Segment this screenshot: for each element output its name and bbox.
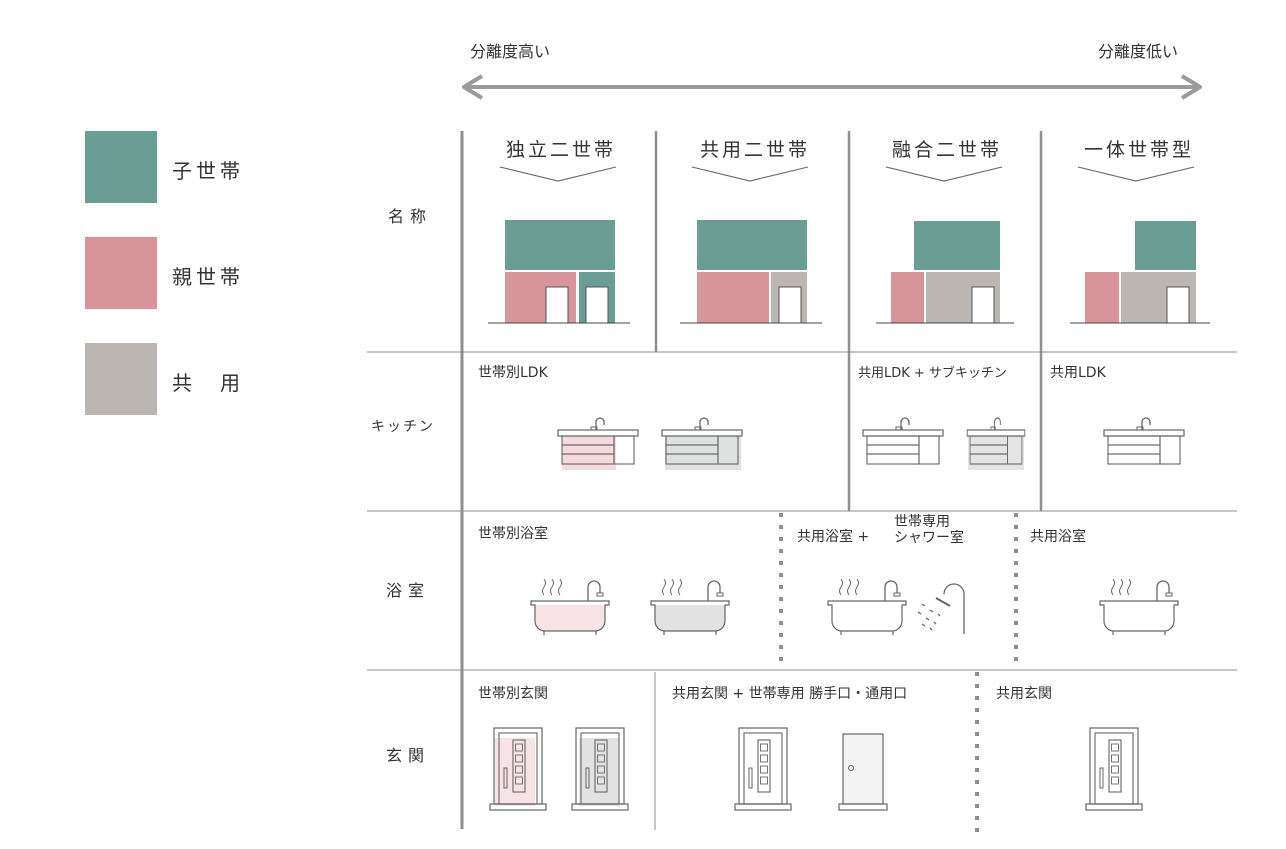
bath-separate-label: 世帯別浴室 — [478, 526, 548, 542]
house-fusion — [876, 221, 1014, 324]
bath-shared-label: 共用浴室 + — [797, 529, 870, 545]
bath-shared-only-label: 共用浴室 — [1030, 529, 1086, 545]
grid-lines — [367, 131, 1237, 832]
kitchen-icon-shared-main — [862, 417, 944, 465]
row-label-name: 名称 — [388, 207, 433, 226]
house-integrated — [1070, 221, 1210, 324]
entrance-shared-label: 共用玄関 — [996, 686, 1052, 702]
legend-swatch-child — [85, 131, 157, 203]
legend-label-parent: 親世帯 — [172, 265, 244, 289]
header-chevrons — [499, 166, 1195, 182]
kitchen-icon-sub — [966, 417, 1026, 470]
bath-exclusive-top: 世帯専用 — [894, 514, 950, 530]
bath-icon-parent — [530, 578, 610, 636]
type-header-fusion: 融合二世帯 — [892, 139, 1003, 161]
row-label-entrance: 玄関 — [386, 746, 431, 765]
separation-arrow — [462, 74, 1202, 100]
kitchen-separate-label: 世帯別LDK — [478, 365, 548, 381]
bath-icon-shared — [1099, 578, 1179, 636]
legend-swatch-shared — [85, 343, 157, 415]
kitchen-shared-sub-label: 共用LDK + サブキッチン — [858, 366, 1007, 381]
row-label-bath: 浴室 — [386, 581, 431, 600]
house-shared — [680, 220, 822, 324]
door-icon-parent — [489, 727, 547, 811]
kitchen-icon-parent — [557, 417, 639, 470]
door-icon-child — [571, 727, 629, 811]
entrance-separate-label: 世帯別玄関 — [478, 686, 548, 702]
shower-icon — [917, 583, 965, 634]
type-header-shared: 共用二世帯 — [700, 139, 811, 161]
legend-label-child: 子世帯 — [172, 159, 244, 183]
back-door-icon — [838, 733, 888, 811]
door-icon-shared-main — [734, 727, 792, 811]
kitchen-icon-child — [661, 417, 743, 470]
row-label-kitchen: キッチン — [371, 419, 435, 435]
house-independent — [488, 220, 630, 324]
legend-swatch-parent — [85, 237, 157, 309]
bath-exclusive-bottom: シャワー室 — [894, 530, 964, 546]
entrance-shared-sub-label: 共用玄関 + 世帯専用 勝手口・通用口 — [672, 686, 908, 702]
bath-icon-shared-a — [827, 578, 907, 636]
legend-label-shared: 共 用 — [172, 371, 244, 395]
kitchen-icon-shared — [1103, 417, 1185, 465]
type-header-independent: 独立二世帯 — [506, 139, 617, 161]
bath-icon-child — [650, 578, 730, 636]
scale-label-low: 分離度低い — [1098, 42, 1179, 61]
type-header-integrated: 一体世帯型 — [1084, 139, 1195, 161]
scale-label-high: 分離度高い — [470, 42, 551, 61]
door-icon-shared — [1085, 727, 1143, 811]
kitchen-shared-label: 共用LDK — [1050, 365, 1106, 381]
